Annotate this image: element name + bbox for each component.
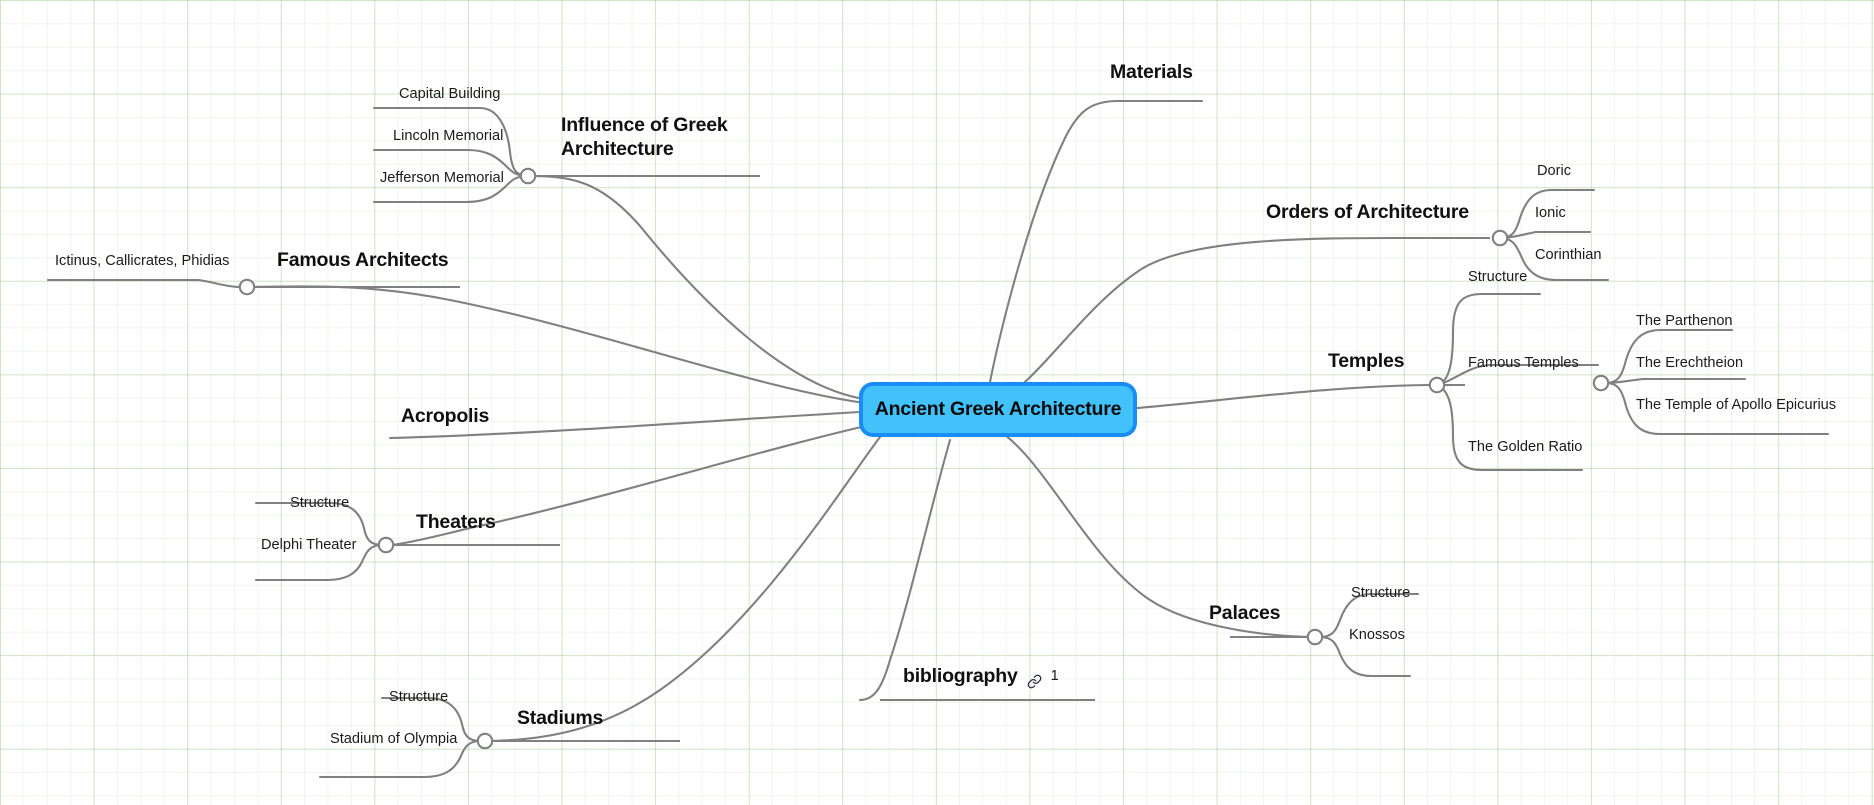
collapse-toggle-palaces[interactable] [1306,628,1324,646]
collapse-toggle-influence[interactable] [519,167,537,185]
collapse-toggle-orders[interactable] [1491,229,1509,247]
node-label: Temples [1328,350,1405,372]
node-label: Jefferson Memorial [380,170,504,186]
node-delphi-theater[interactable]: Delphi Theater [261,536,356,555]
edge-root-to-influence [526,174,874,402]
edge-temples-to-golden-ratio [1435,383,1584,472]
root-node-label: Ancient Greek Architecture [874,398,1122,420]
collapse-toggle-temples[interactable] [1428,376,1446,394]
node-the-temple-of-apollo-epicurius[interactable]: The Temple of Apollo Epicurius [1636,396,1836,415]
node-doric[interactable]: Doric [1537,162,1571,181]
node-stadiums-structure[interactable]: Structure [389,688,448,707]
node-influence-of-greek-architecture[interactable]: Influence of Greek Architecture [561,113,766,161]
edge-root-to-famous-architects [248,285,874,406]
edge-root-to-materials [986,99,1204,394]
edge-famous-temples-to-erechtheion [1604,377,1747,385]
node-the-erechtheion[interactable]: The Erechtheion [1636,354,1743,373]
node-label: Stadiums [517,707,604,729]
node-temples-structure[interactable]: Structure [1468,268,1527,287]
node-palaces-structure[interactable]: Structure [1351,584,1410,603]
node-stadium-of-olympia[interactable]: Stadium of Olympia [330,730,457,749]
node-label: Structure [290,495,350,511]
node-label: Orders of Architecture [1266,201,1469,223]
collapse-toggle-theaters[interactable] [377,536,395,554]
node-label: Knossos [1349,627,1405,643]
edge-orders-to-ionic [1498,230,1592,240]
node-materials[interactable]: Materials [1110,60,1193,84]
root-node-inner: Ancient Greek Architecture [863,386,1133,433]
node-label: The Parthenon [1636,313,1733,329]
node-label: Famous Architects [277,249,449,271]
collapse-toggle-stadiums[interactable] [476,732,494,750]
node-ictinus-callicrates-phidias[interactable]: Ictinus, Callicrates, Phidias [55,252,229,271]
node-bibliography[interactable]: bibliography 1 [903,664,1059,688]
node-stadiums[interactable]: Stadiums [517,706,603,730]
node-label: Doric [1537,163,1572,179]
collapse-toggle-famous-architects[interactable] [238,278,256,296]
node-label: Influence of Greek Architecture [561,114,728,160]
node-acropolis[interactable]: Acropolis [401,404,489,428]
node-theaters[interactable]: Theaters [416,510,496,534]
node-label: The Erechtheion [1636,355,1744,371]
node-temples[interactable]: Temples [1328,349,1404,373]
node-palaces[interactable]: Palaces [1209,601,1280,625]
node-label: Acropolis [401,405,490,427]
node-label: Theaters [416,511,496,533]
edge-root-to-bibliography [858,438,952,702]
node-ionic[interactable]: Ionic [1535,204,1566,223]
edge-root-to-orders [998,236,1414,402]
node-the-golden-ratio[interactable]: The Golden Ratio [1468,438,1582,457]
node-label: bibliography [903,665,1018,687]
node-label: Ionic [1535,205,1566,221]
edge-architects-to-ictinus [46,278,242,289]
node-capital-building[interactable]: Capital Building [399,85,500,104]
node-label: Delphi Theater [261,537,357,553]
collapse-toggle-famous-temples[interactable] [1592,374,1610,392]
node-orders-of-architecture[interactable]: Orders of Architecture [1266,200,1469,224]
node-label: Structure [1351,585,1411,601]
node-label: The Temple of Apollo Epicurius [1636,397,1837,413]
edge-root-to-temples [1135,383,1432,410]
root-node[interactable]: Ancient Greek Architecture [859,382,1137,437]
node-label: Lincoln Memorial [393,128,504,144]
edge-root-to-stadiums [488,435,882,743]
node-famous-architects[interactable]: Famous Architects [277,248,449,272]
node-jefferson-memorial[interactable]: Jefferson Memorial [380,169,504,188]
link-count: 1 [1050,668,1059,684]
node-label: Palaces [1209,602,1281,624]
node-knossos[interactable]: Knossos [1349,626,1405,645]
node-the-parthenon[interactable]: The Parthenon [1636,312,1733,331]
node-famous-temples[interactable]: Famous Temples [1468,354,1579,373]
node-theaters-structure[interactable]: Structure [290,494,349,513]
node-lincoln-memorial[interactable]: Lincoln Memorial [393,127,503,146]
node-label: Structure [1468,269,1528,285]
node-label: Capital Building [399,86,501,102]
node-label: Famous Temples [1468,355,1579,371]
node-label: Corinthian [1535,247,1602,263]
node-corinthian[interactable]: Corinthian [1535,246,1602,265]
node-label: Structure [389,689,449,705]
node-label: The Golden Ratio [1468,439,1583,455]
node-label: Stadium of Olympia [330,731,458,747]
node-label: Ictinus, Callicrates, Phidias [55,253,230,269]
node-label: Materials [1110,61,1193,83]
link-icon [1027,671,1042,688]
